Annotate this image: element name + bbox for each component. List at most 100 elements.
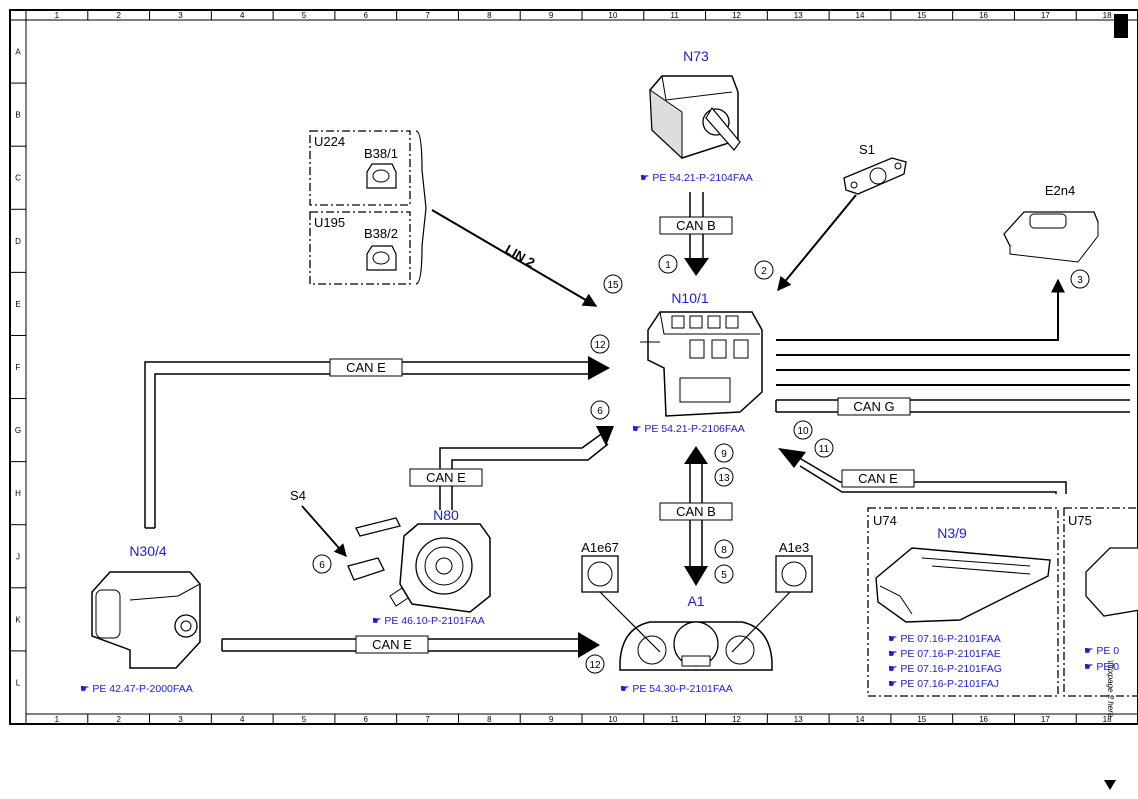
- n10-1-ref: ☛ PE 54.21-P-2106FAA: [632, 423, 745, 435]
- svg-text:12: 12: [594, 340, 606, 351]
- grid-column-12: 12: [732, 11, 741, 20]
- grid-row-B: B: [15, 111, 20, 120]
- b38-1-sensor: [366, 163, 397, 189]
- grid-column-18: 18: [1103, 715, 1112, 724]
- corner-mark: [1114, 14, 1128, 38]
- grid-column-4: 4: [240, 715, 245, 724]
- u75-label: U75: [1068, 513, 1092, 528]
- a1e3-label: A1e3: [779, 540, 809, 555]
- grid-column-16: 16: [979, 11, 988, 20]
- callout-11: 11: [814, 438, 834, 458]
- can-e-right-connection: CAN E: [778, 448, 1067, 494]
- callout-12a: 12: [590, 334, 610, 354]
- n3-9-ref-2: ☛ PE 07.16-P-2101FAE: [888, 648, 1001, 660]
- b38-1-label: B38/1: [364, 146, 398, 161]
- n10-1-right-buses: CAN G: [775, 278, 1130, 416]
- s1-label: S1: [859, 142, 875, 157]
- grid-row-F: F: [16, 363, 21, 372]
- grid-column-5: 5: [302, 715, 307, 724]
- svg-text:13: 13: [718, 473, 730, 484]
- n80-label: N80: [433, 507, 459, 523]
- u74-group: U74 N3/9 ☛ PE 07.16-P-2101FAA ☛ PE 07.16…: [867, 507, 1059, 697]
- callout-12b: 12: [585, 654, 605, 674]
- n3-9-label: N3/9: [937, 525, 967, 541]
- callout-8: 8: [714, 539, 734, 559]
- n73-ignition-switch: N73 ☛ PE 54.21-P-2104FAA: [640, 48, 753, 184]
- n30-4-abs-unit: N30/4 ☛ PE 42.47-P-2000FAA: [80, 543, 201, 695]
- grid-column-1: 1: [55, 715, 60, 724]
- n30-4-ref: ☛ PE 42.47-P-2000FAA: [80, 683, 193, 695]
- can-e-bottom-connection: CAN E: [221, 632, 600, 658]
- can-b-top-connection: CAN B: [659, 192, 733, 276]
- b38-2-label: B38/2: [364, 226, 398, 241]
- u224-label: U224: [314, 134, 345, 149]
- grid-column-13: 13: [794, 11, 803, 20]
- grid-row-L: L: [16, 678, 21, 687]
- u75-ref-2: ☛ PE 0: [1084, 661, 1119, 673]
- n80-steering-column-module: N80 ☛ PE 46.10-P-2101FAA: [372, 507, 491, 627]
- grid-column-17: 17: [1041, 11, 1050, 20]
- grid-row-D: D: [15, 237, 21, 246]
- callout-3: 3: [1070, 269, 1090, 289]
- grid-column-6: 6: [364, 11, 369, 20]
- grid-column-12: 12: [732, 715, 741, 724]
- u74-label: U74: [873, 513, 897, 528]
- a1e67-label: A1e67: [581, 540, 619, 555]
- svg-text:15: 15: [607, 280, 619, 291]
- grid-column-3: 3: [178, 11, 183, 20]
- page-continue-arrow: [1104, 780, 1116, 790]
- n3-9-ref-4: ☛ PE 07.16-P-2101FAJ: [888, 678, 999, 690]
- callout-10: 10: [793, 420, 813, 440]
- u195-label: U195: [314, 215, 345, 230]
- grid-column-10: 10: [608, 11, 617, 20]
- grid-column-2: 2: [116, 715, 121, 724]
- grid-row-K: K: [15, 615, 21, 624]
- grid-column-10: 10: [608, 715, 617, 724]
- grid-column-9: 9: [549, 11, 554, 20]
- grid-column-15: 15: [917, 11, 926, 20]
- callout-9: 9: [714, 443, 734, 463]
- a1e3-indicator: A1e3: [775, 540, 813, 593]
- a1e67-indicator: A1e67: [581, 540, 619, 593]
- svg-text:8: 8: [721, 545, 727, 556]
- n3-9-ref-1: ☛ PE 07.16-P-2101FAA: [888, 633, 1001, 645]
- svg-text:11: 11: [819, 444, 830, 455]
- n30-4-label: N30/4: [129, 543, 167, 559]
- svg-text:1: 1: [665, 260, 671, 271]
- lin2-label: LIN 2: [503, 242, 538, 271]
- u75-ref-1: ☛ PE 0: [1084, 645, 1119, 657]
- grid-column-18: 18: [1103, 11, 1112, 20]
- svg-text:6: 6: [319, 560, 325, 571]
- grid-column-14: 14: [856, 11, 865, 20]
- grid-column-15: 15: [917, 715, 926, 724]
- a1-instrument-cluster: A1 ☛ PE 54.30-P-2101FAA: [599, 591, 791, 695]
- callout-6b: 6: [312, 554, 332, 574]
- grid-column-9: 9: [549, 715, 554, 724]
- n80-ref: ☛ PE 46.10-P-2101FAA: [372, 615, 485, 627]
- grid-column-4: 4: [240, 11, 245, 20]
- can-e-mid-connection: CAN E: [409, 426, 614, 510]
- grid-column-16: 16: [979, 715, 988, 724]
- grid-column-11: 11: [671, 11, 680, 20]
- svg-text:10: 10: [797, 426, 809, 437]
- grid-row-G: G: [15, 426, 21, 435]
- n73-label: N73: [683, 48, 709, 64]
- grid-column-8: 8: [487, 715, 492, 724]
- can-e-left-label: CAN E: [346, 360, 386, 375]
- can-e-mid-label: CAN E: [426, 470, 466, 485]
- s4-combination-switch: S4: [290, 488, 401, 581]
- n3-9-ref-3: ☛ PE 07.16-P-2101FAG: [888, 663, 1002, 675]
- svg-text:2: 2: [761, 266, 767, 277]
- svg-text:12: 12: [589, 660, 601, 671]
- grid-column-5: 5: [302, 11, 307, 20]
- grid-column-7: 7: [425, 715, 430, 724]
- a1-label: A1: [687, 593, 704, 609]
- grid-column-2: 2: [116, 11, 121, 20]
- callout-2: 2: [754, 260, 774, 280]
- n10-1-sam-module: N10/1 ☛ PE 54.21-P-2106FAA: [632, 290, 763, 435]
- grid-row-J: J: [16, 552, 20, 561]
- grid-column-6: 6: [364, 715, 369, 724]
